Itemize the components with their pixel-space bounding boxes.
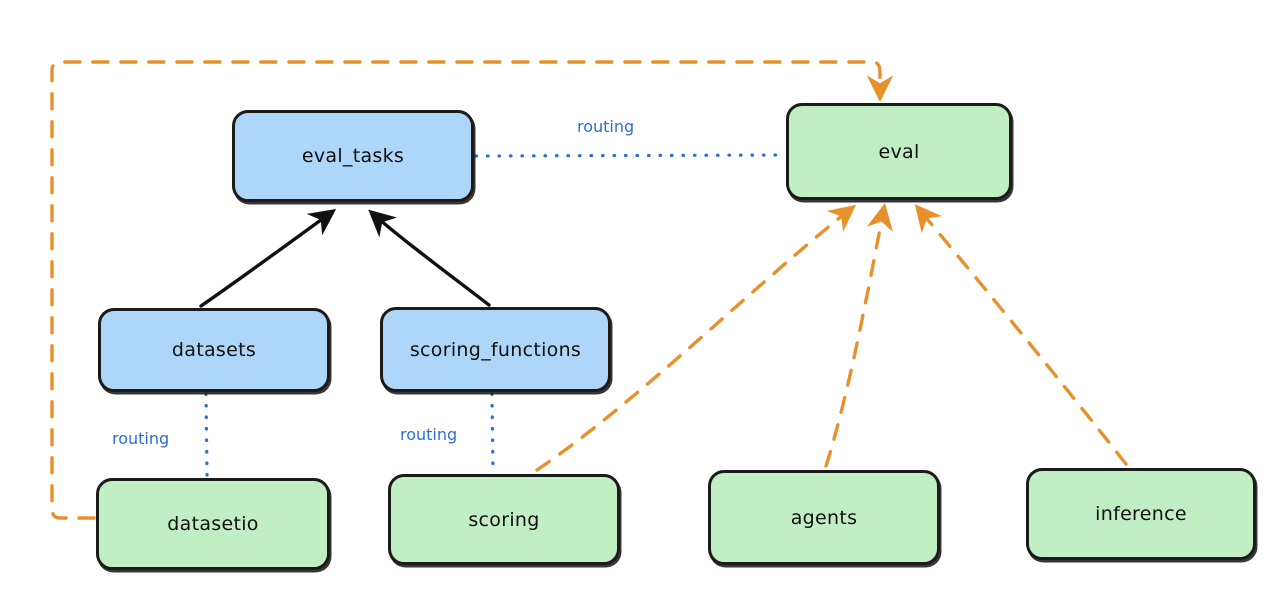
- edge-datasets-to-datasetio: [204, 392, 209, 478]
- node-eval[interactable]: eval: [786, 103, 1012, 200]
- edge-inference-to-eval: [914, 204, 1128, 466]
- edge-label-eval-tasks-routing: routing: [577, 117, 635, 136]
- node-agents-label: agents: [790, 506, 858, 529]
- node-datasetio[interactable]: datasetio: [96, 478, 330, 570]
- node-datasets[interactable]: datasets: [98, 308, 330, 392]
- node-scoring-functions[interactable]: scoring_functions: [380, 307, 611, 392]
- edge-scoring-functions-to-eval-tasks: [368, 209, 491, 307]
- node-eval-tasks-label: eval_tasks: [301, 145, 405, 167]
- edge-agents-to-eval: [824, 202, 893, 468]
- node-eval-tasks[interactable]: eval_tasks: [232, 110, 474, 202]
- node-datasetio-label: datasetio: [167, 513, 259, 535]
- edge-scoring-functions-to-scoring: [490, 392, 495, 474]
- node-scoring-functions-label: scoring_functions: [409, 338, 582, 361]
- edge-label-scoring-functions-routing: routing: [400, 425, 458, 444]
- node-scoring[interactable]: scoring: [388, 474, 620, 565]
- edge-label-datasets-routing: routing: [112, 429, 170, 448]
- node-scoring-label: scoring: [468, 508, 540, 531]
- node-eval-label: eval: [878, 140, 920, 163]
- edge-eval-tasks-to-eval: [474, 153, 786, 158]
- node-inference[interactable]: inference: [1026, 468, 1256, 560]
- node-datasets-label: datasets: [171, 339, 257, 361]
- edge-datasets-to-eval-tasks: [199, 209, 337, 308]
- node-inference-label: inference: [1095, 503, 1187, 525]
- node-agents[interactable]: agents: [708, 470, 940, 565]
